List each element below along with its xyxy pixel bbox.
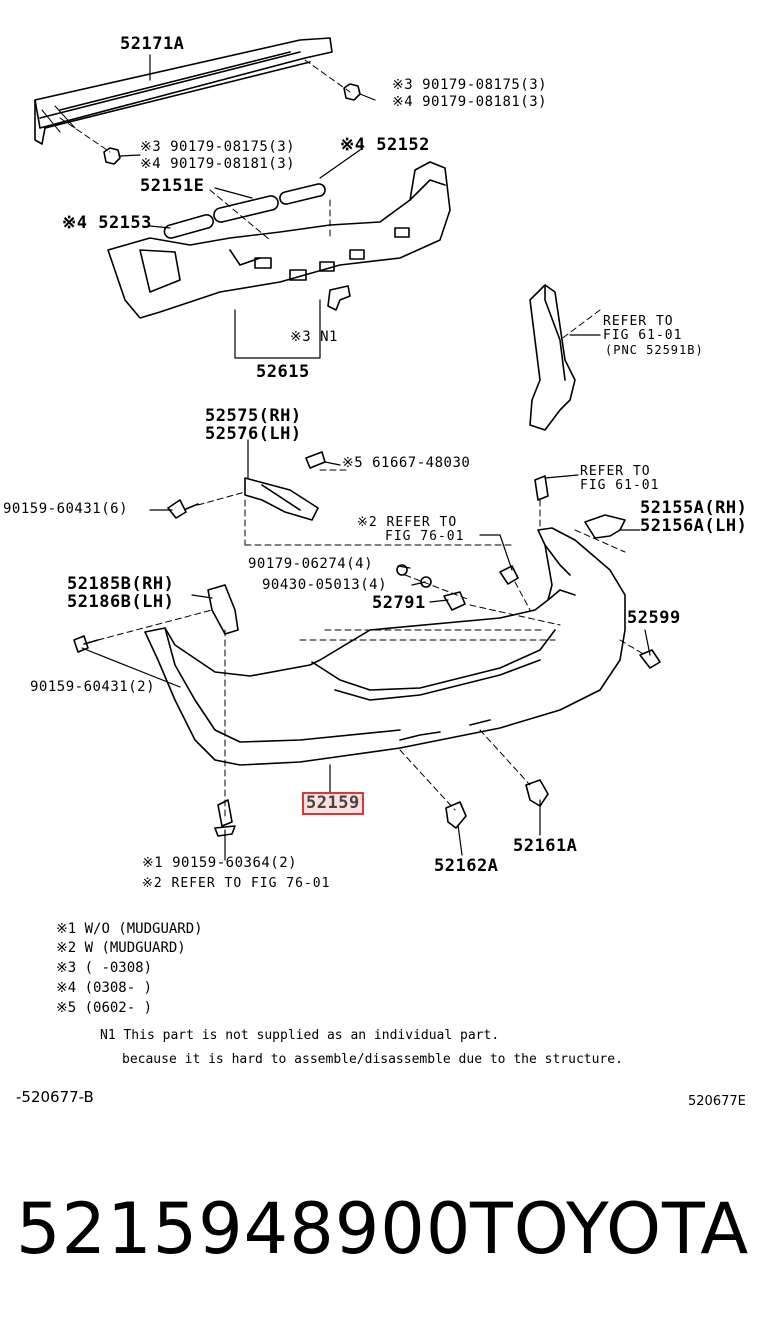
- note-1: ※1 W/O (MUDGUARD): [56, 921, 203, 937]
- label-52152: ※4 52152: [340, 135, 430, 155]
- note-2: ※2 W (MUDGUARD): [56, 940, 186, 956]
- note-5: ※5 (0602- ): [56, 1000, 153, 1016]
- label-52159-highlighted[interactable]: 52159: [302, 792, 364, 815]
- reinforcement-52171a-shape: [34, 37, 333, 145]
- bumper-cover-52159-shape: [144, 527, 626, 766]
- note-3: ※3 ( -0308): [56, 960, 153, 976]
- refer-fig-61-01-b-line2: FIG 61-01: [580, 478, 660, 493]
- label-61667-48030: ※5 61667-48030: [342, 455, 471, 471]
- refer-fig-76-01-bottom: ※2 REFER TO FIG 76-01: [142, 876, 331, 891]
- label-52615: 52615: [256, 362, 310, 382]
- label-52155a-rh: 52155A(RH): [640, 498, 748, 518]
- label-90159-60431-6: 90159-60431(6): [3, 501, 129, 517]
- label-90430-05013: 90430-05013(4): [262, 577, 388, 593]
- label-52185b-rh: 52185B(RH): [67, 574, 175, 594]
- label-fastener-90179-08181-left: ※4 90179-08181(3): [140, 156, 296, 172]
- part-number: 5215948900: [16, 1188, 472, 1270]
- label-n1: ※3 N1: [290, 329, 338, 345]
- refer-fig-61-01-a-line1: REFER TO: [603, 314, 674, 329]
- label-fastener-90179-08181-top: ※4 90179-08181(3): [392, 94, 548, 110]
- energy-absorber-52615-shape: [107, 161, 451, 319]
- label-52153: ※4 52153: [62, 213, 152, 233]
- label-52161a: 52161A: [513, 836, 578, 856]
- label-52156a-lh: 52156A(LH): [640, 516, 748, 536]
- label-90179-06274: 90179-06274(4): [248, 556, 374, 572]
- refer-fig-76-01-line1: ※2 REFER TO: [357, 515, 458, 530]
- label-fastener-90179-08175-top: ※3 90179-08175(3): [392, 77, 548, 93]
- label-52599: 52599: [627, 608, 681, 628]
- label-52576-lh: 52576(LH): [205, 424, 302, 444]
- brand-name: TOYOTA: [470, 1188, 750, 1270]
- label-fastener-90179-08175-left: ※3 90179-08175(3): [140, 139, 296, 155]
- refer-fig-61-01-b-line1: REFER TO: [580, 464, 651, 479]
- refer-fig-76-01-line2: FIG 76-01: [385, 529, 465, 544]
- refer-fig-61-01-a-line3: (PNC 52591B): [605, 343, 704, 357]
- diagram-code-left: -520677-B: [16, 1088, 94, 1106]
- note-n1-line2: because it is hard to assemble/disassemb…: [122, 1052, 623, 1067]
- diagram-code-right: 520677E: [688, 1094, 746, 1109]
- label-90159-60364: ※1 90159-60364(2): [142, 855, 298, 871]
- label-52791: 52791: [372, 593, 426, 613]
- label-52162a: 52162A: [434, 856, 499, 876]
- refer-fig-61-01-a-line2: FIG 61-01: [603, 328, 683, 343]
- pad-shapes: [163, 183, 326, 239]
- label-52151e: 52151E: [140, 176, 205, 196]
- label-52171a: 52171A: [120, 34, 185, 54]
- label-90159-60431-2: 90159-60431(2): [30, 679, 156, 695]
- label-52575-rh: 52575(RH): [205, 406, 302, 426]
- note-n1-line1: N1 This part is not supplied as an indiv…: [100, 1028, 500, 1043]
- label-52186b-lh: 52186B(LH): [67, 592, 175, 612]
- note-4: ※4 (0308- ): [56, 980, 153, 996]
